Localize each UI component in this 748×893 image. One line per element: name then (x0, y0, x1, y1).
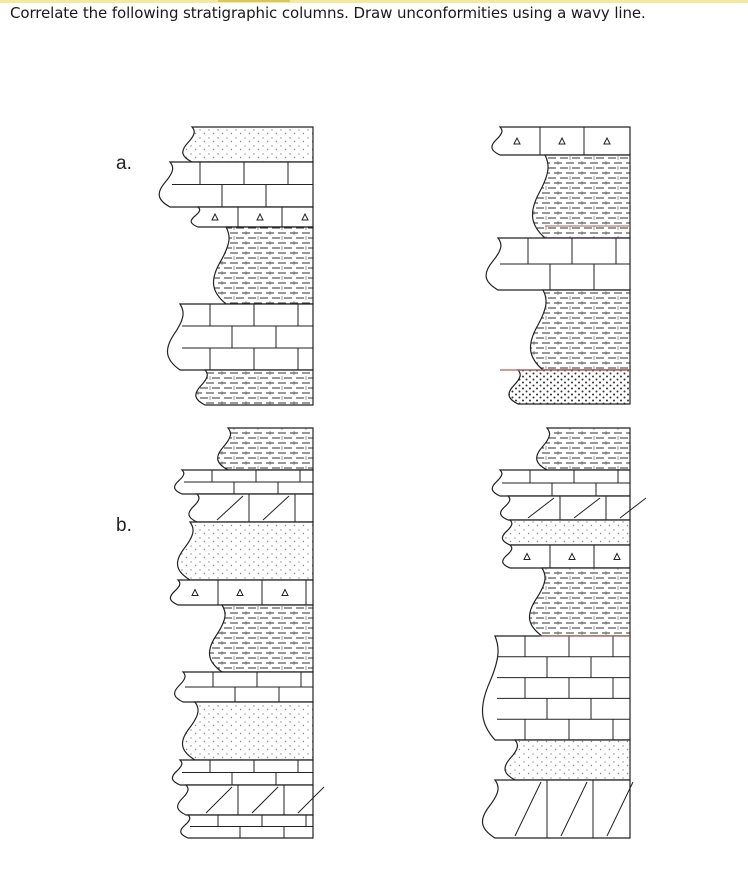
layer-shale (195, 369, 314, 406)
layer-sand (504, 739, 631, 781)
layer-lime (174, 469, 314, 495)
window-tab-indicator (218, 0, 290, 2)
layer-sand (501, 519, 631, 546)
window-top-bar (0, 0, 748, 3)
layer-sand (176, 521, 314, 581)
layer-cong (502, 544, 631, 569)
column-a-left (158, 126, 314, 406)
layer-lime (485, 237, 631, 291)
layer-lime (166, 303, 314, 371)
layer-sand (181, 701, 314, 761)
layer-cong (190, 206, 314, 228)
row-label-a: a. (116, 153, 132, 174)
layer-lime (481, 635, 631, 741)
layer-shale (529, 289, 631, 371)
column-a-right (485, 126, 631, 405)
layer-lime (174, 671, 314, 703)
column-b-left (169, 427, 325, 839)
layer-dolo (188, 493, 314, 523)
layer-cong (491, 126, 631, 156)
layer-cong (169, 579, 314, 606)
layer-shale (536, 427, 631, 471)
question-text: Correlate the following stratigraphic co… (10, 4, 646, 22)
column-b-right (481, 427, 647, 839)
layer-dolo (177, 784, 325, 816)
layer-shale (208, 604, 314, 673)
layer-shale (212, 226, 314, 305)
layer-dolo (481, 779, 634, 839)
layer-dolo (500, 495, 647, 521)
layer-lime (491, 469, 631, 497)
layer-lime (180, 814, 314, 839)
layer-shale (528, 567, 631, 637)
layer-lime (171, 759, 314, 786)
layer-sand (182, 126, 314, 163)
layer-lime (158, 161, 314, 208)
layer-shale (217, 427, 314, 471)
layer-sanddense (508, 369, 631, 405)
row-label-b: b. (116, 515, 132, 536)
